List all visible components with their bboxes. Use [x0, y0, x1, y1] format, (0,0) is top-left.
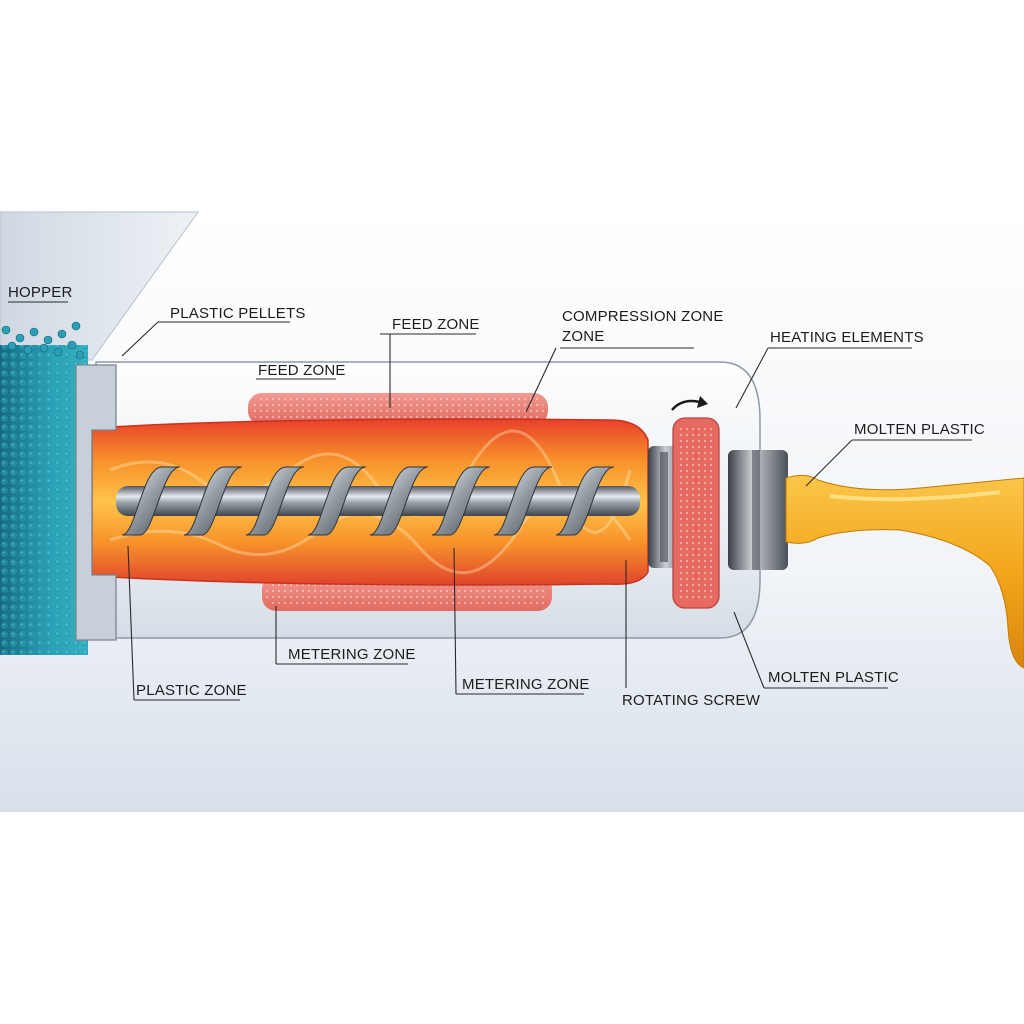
- screw-flight: [493, 466, 553, 536]
- label-plastic-pellets: PLASTIC PELLETS: [170, 305, 306, 322]
- label-molten-plastic-bottom: MOLTEN PLASTIC: [768, 669, 899, 686]
- inlet-flange: [75, 364, 117, 641]
- screw-shaft: [116, 486, 640, 516]
- leader-lines: [8, 301, 972, 701]
- plastic-pellets: [1, 321, 85, 360]
- screw-flight: [183, 466, 243, 536]
- label-plastic-zone: PLASTIC ZONE: [136, 682, 247, 699]
- screw-flight: [307, 466, 367, 536]
- label-feed-zone-mid: FEED ZONE: [258, 362, 346, 379]
- label-hopper: HOPPER: [8, 284, 73, 301]
- label-compression-zone-2: ZONE: [562, 328, 604, 345]
- label-compression-zone: COMPRESSION ZONE: [562, 308, 724, 325]
- label-metering-zone-left: METERING ZONE: [288, 646, 416, 663]
- screw-flight: [245, 466, 305, 536]
- rotation-arrow-icon: [671, 399, 701, 411]
- label-molten-plastic-top: MOLTEN PLASTIC: [854, 421, 985, 438]
- label-heating-elements: HEATING ELEMENTS: [770, 329, 924, 346]
- hopper-funnel: [0, 211, 199, 361]
- molten-plastic-stream: [785, 474, 1024, 669]
- label-rotating-screw: ROTATING SCREW: [622, 692, 761, 709]
- label-metering-zone-right: METERING ZONE: [462, 676, 590, 693]
- screw-flights: [121, 466, 615, 536]
- screw-flight: [369, 466, 429, 536]
- screw-flight: [431, 466, 491, 536]
- screw-flight: [555, 466, 615, 536]
- label-feed-zone-top: FEED ZONE: [392, 316, 480, 333]
- die-collar: [728, 450, 788, 570]
- screw-flight: [121, 466, 181, 536]
